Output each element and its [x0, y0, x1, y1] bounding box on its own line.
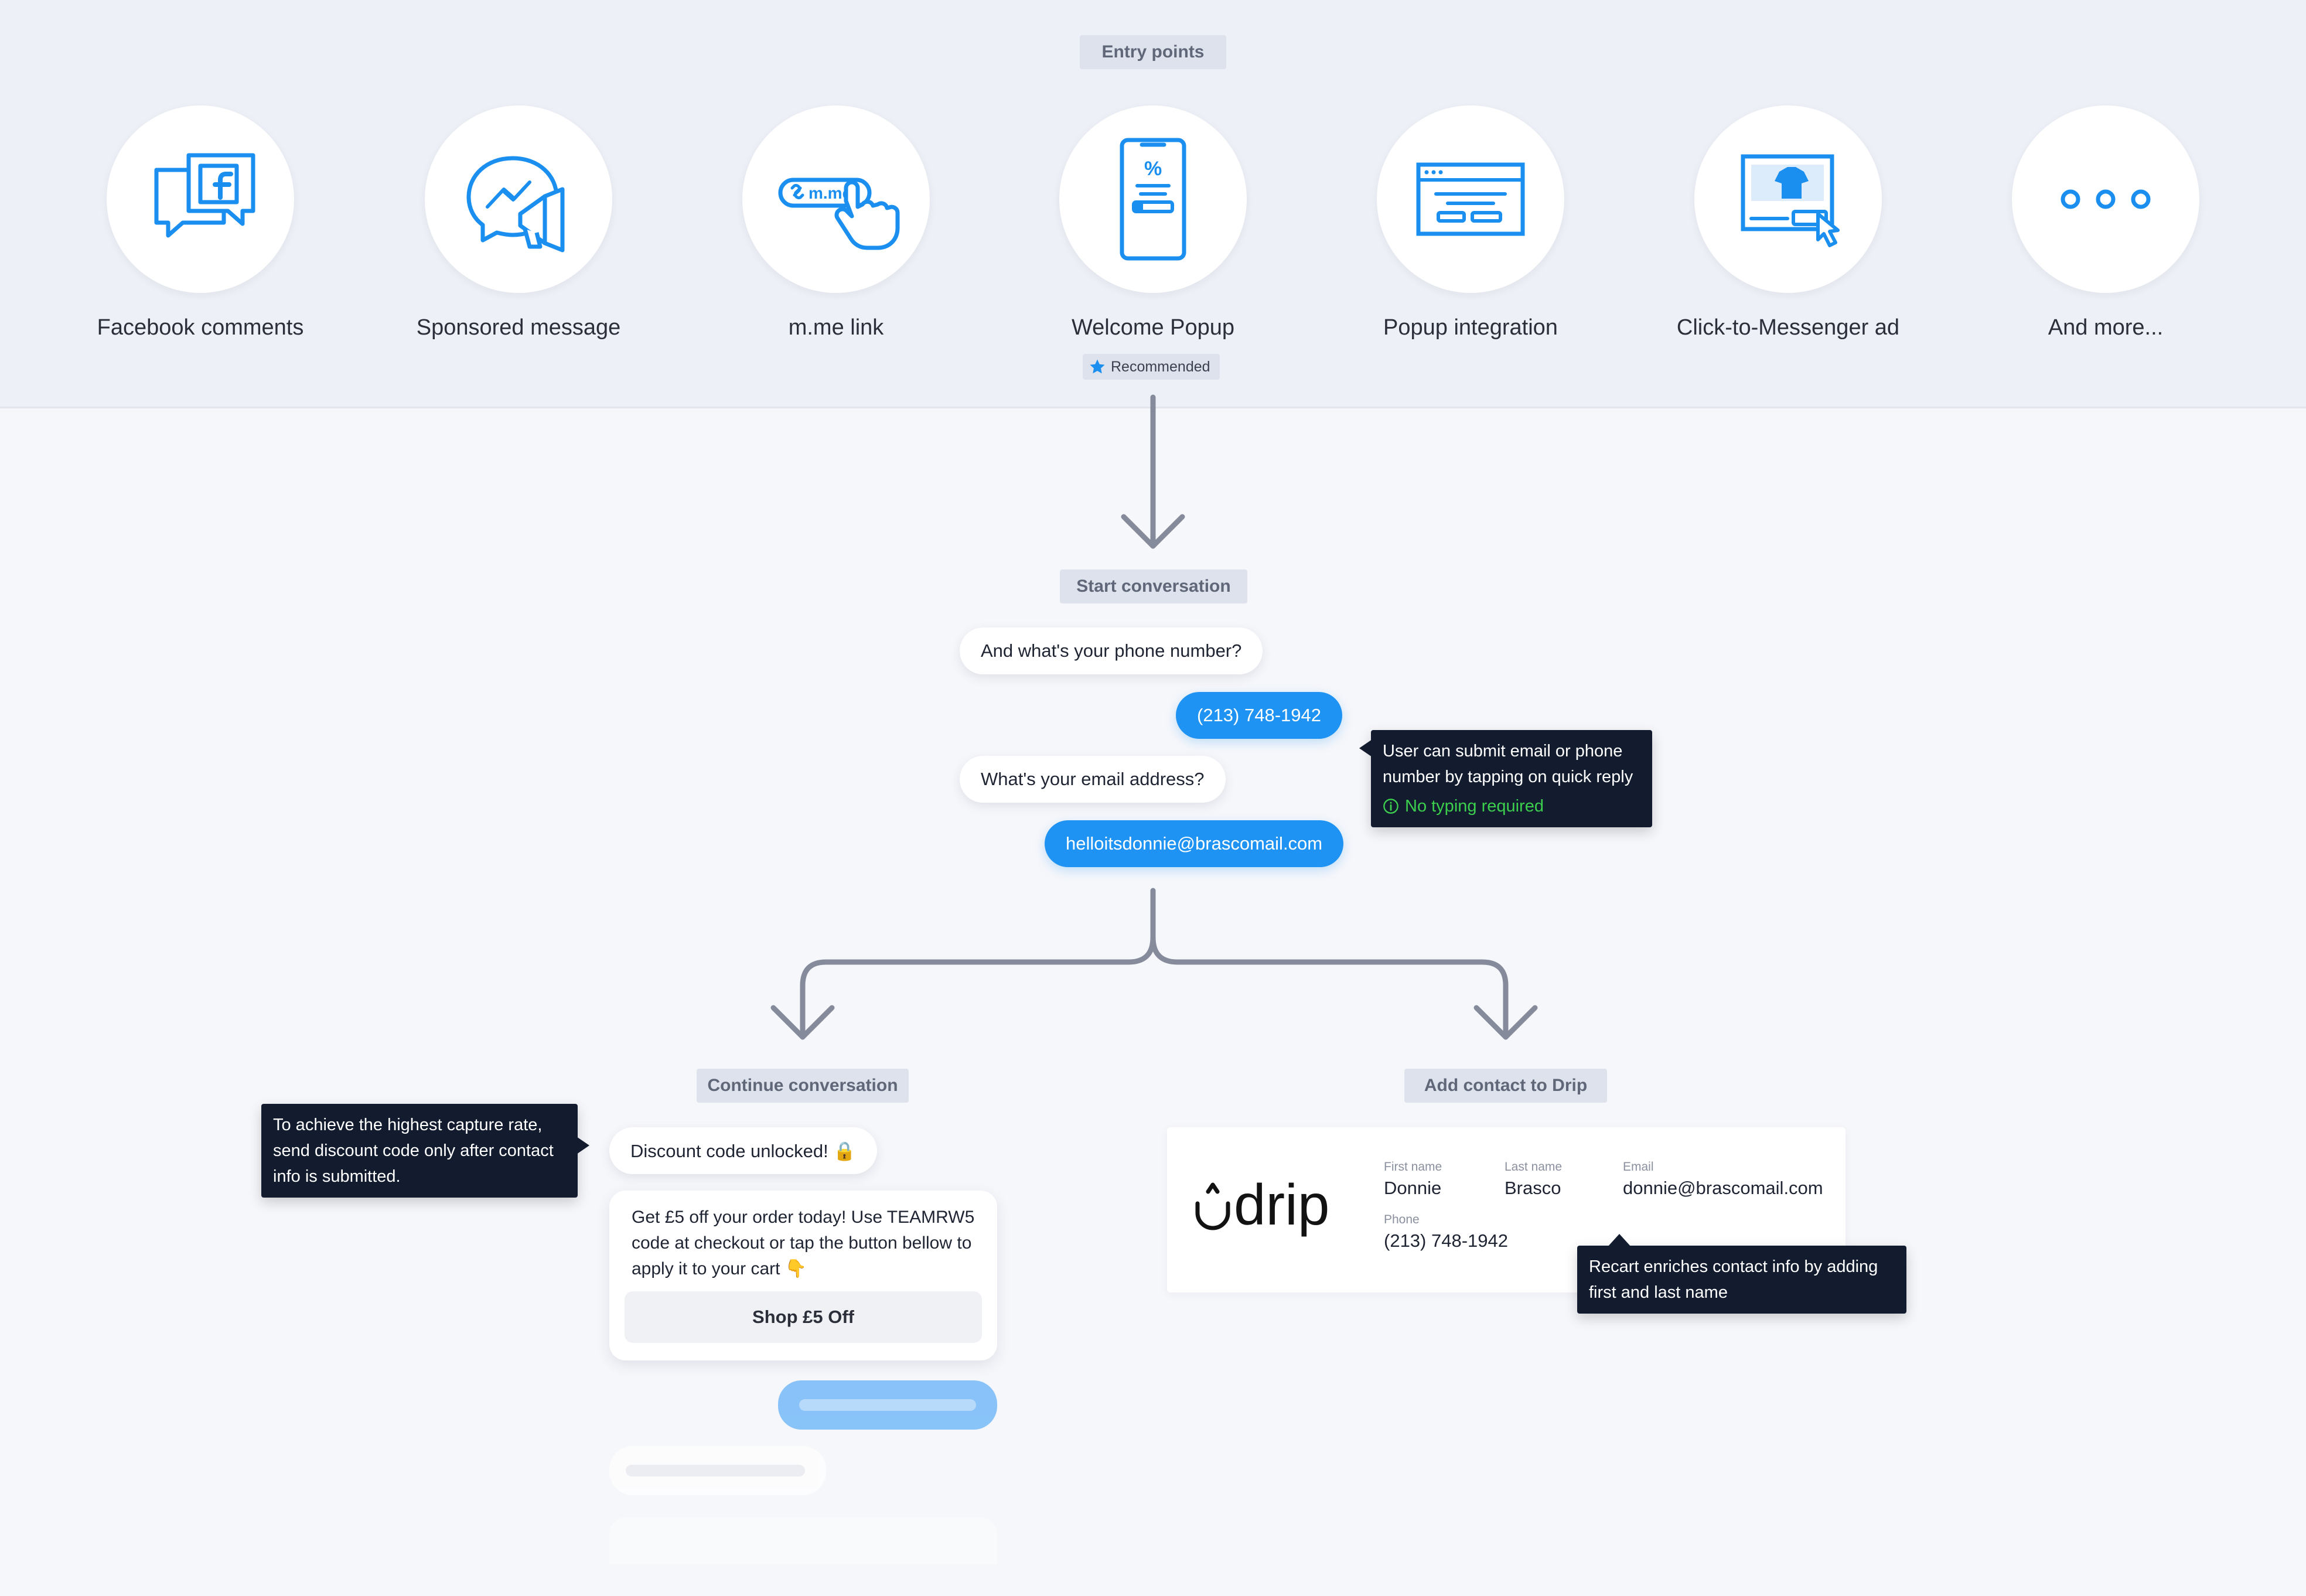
- entry-label: And more...: [2048, 315, 2164, 340]
- phone-popup-icon: %: [1120, 138, 1186, 261]
- phone-label: Phone: [1384, 1213, 1420, 1226]
- arrowhead-start: [1121, 514, 1185, 549]
- start-conversation-tag: Start conversation: [1060, 569, 1247, 603]
- drip-logo: drip: [1195, 1181, 1329, 1237]
- tooltip-arrow: [1608, 1234, 1631, 1247]
- tooltip-arrow: [576, 1137, 589, 1154]
- phone-field: Phone (213) 748-1942: [1384, 1213, 1508, 1251]
- entry-label: Sponsored message: [416, 315, 621, 340]
- bot-bubble-code-unlocked: Discount code unlocked! 🔒: [609, 1127, 877, 1174]
- first-name-field: First name Donnie: [1384, 1160, 1442, 1199]
- placeholder-user-bubble: [778, 1380, 997, 1430]
- no-typing-note: No typing required: [1383, 793, 1640, 819]
- ad-click-icon: [1741, 154, 1840, 247]
- mme-link-icon: m.me: [778, 178, 900, 250]
- discount-offer-card: Get £5 off your order today! Use TEAMRW5…: [609, 1191, 997, 1360]
- entry-circle: [1694, 105, 1882, 293]
- no-typing-label: No typing required: [1405, 797, 1544, 816]
- bot-bubble-email-question: What's your email address?: [960, 756, 1226, 803]
- discount-offer-text: Get £5 off your order today! Use TEAMRW5…: [632, 1208, 975, 1278]
- entry-points-tag: Entry points: [1080, 35, 1226, 69]
- last-name-value: Brasco: [1505, 1178, 1561, 1198]
- arrowhead-continue: [770, 1005, 835, 1040]
- svg-text:%: %: [1144, 158, 1162, 180]
- first-name-value: Donnie: [1384, 1178, 1442, 1198]
- entry-circle: %: [1059, 105, 1247, 293]
- recommended-label: Recommended: [1111, 358, 1210, 375]
- drip-logo-text: drip: [1234, 1181, 1329, 1237]
- email-label: Email: [1623, 1160, 1654, 1174]
- entry-circle: [2012, 105, 2199, 293]
- shop-discount-button[interactable]: Shop £5 Off: [625, 1291, 982, 1343]
- quick-reply-tooltip-text: User can submit email or phone number by…: [1383, 742, 1633, 786]
- first-name-label: First name: [1384, 1160, 1442, 1174]
- star-icon: [1090, 359, 1105, 374]
- entry-label: Welcome Popup: [1071, 315, 1235, 340]
- quick-reply-tooltip: User can submit email or phone number by…: [1359, 730, 1652, 827]
- placeholder-card: [609, 1517, 997, 1564]
- entry-circle: [107, 105, 294, 293]
- capture-rate-tooltip: To achieve the highest capture rate, sen…: [261, 1104, 589, 1198]
- bot-bubble-phone-question: And what's your phone number?: [960, 628, 1263, 674]
- entry-popup-integration[interactable]: Popup integration: [1348, 105, 1594, 340]
- entry-label: m.me link: [788, 315, 884, 340]
- entry-sponsored-message[interactable]: Sponsored message: [395, 105, 642, 340]
- connector-to-continue: [800, 888, 1156, 1040]
- browser-popup-icon: [1416, 162, 1525, 236]
- entry-circle: [425, 105, 612, 293]
- entry-label: Popup integration: [1383, 315, 1558, 340]
- entry-and-more[interactable]: And more...: [1983, 105, 2229, 340]
- entry-mme-link[interactable]: m.me m.me link: [713, 105, 959, 340]
- entry-circle: m.me: [742, 105, 930, 293]
- email-field: Email donnie@brascomail.com: [1623, 1160, 1823, 1199]
- facebook-comments-icon: [154, 153, 255, 238]
- entry-label: Facebook comments: [97, 315, 304, 340]
- entry-click-to-messenger-ad[interactable]: Click-to-Messenger ad: [1665, 105, 1911, 340]
- arrowhead-drip: [1473, 1005, 1538, 1040]
- more-dots-icon: [2061, 189, 2151, 209]
- tooltip-arrow: [1359, 739, 1372, 757]
- info-circle-icon: [1383, 799, 1398, 814]
- placeholder-bot-bubble: [609, 1446, 826, 1495]
- entry-label: Click-to-Messenger ad: [1676, 315, 1900, 340]
- quick-reply-phone[interactable]: (213) 748-1942: [1176, 692, 1342, 739]
- email-value: donnie@brascomail.com: [1623, 1178, 1823, 1198]
- messenger-megaphone-icon: [466, 156, 565, 253]
- recommended-badge: Recommended: [1083, 354, 1220, 380]
- enrich-tooltip: Recart enriches contact info by adding f…: [1577, 1234, 1906, 1314]
- phone-value: (213) 748-1942: [1384, 1230, 1508, 1251]
- continue-conversation-tag: Continue conversation: [697, 1069, 909, 1103]
- quick-reply-email[interactable]: helloitsdonnie@brascomail.com: [1045, 820, 1344, 867]
- entry-facebook-comments[interactable]: Facebook comments: [77, 105, 323, 340]
- enrich-tooltip-text: Recart enriches contact info by adding f…: [1589, 1257, 1878, 1302]
- connector-to-drip: [1150, 935, 1509, 1040]
- last-name-label: Last name: [1505, 1160, 1563, 1174]
- last-name-field: Last name Brasco: [1505, 1160, 1562, 1199]
- capture-rate-tooltip-text: To achieve the highest capture rate, sen…: [273, 1116, 554, 1186]
- add-contact-to-drip-tag: Add contact to Drip: [1404, 1069, 1607, 1103]
- entry-circle: [1377, 105, 1564, 293]
- entry-welcome-popup[interactable]: % Welcome Popup: [1030, 105, 1276, 340]
